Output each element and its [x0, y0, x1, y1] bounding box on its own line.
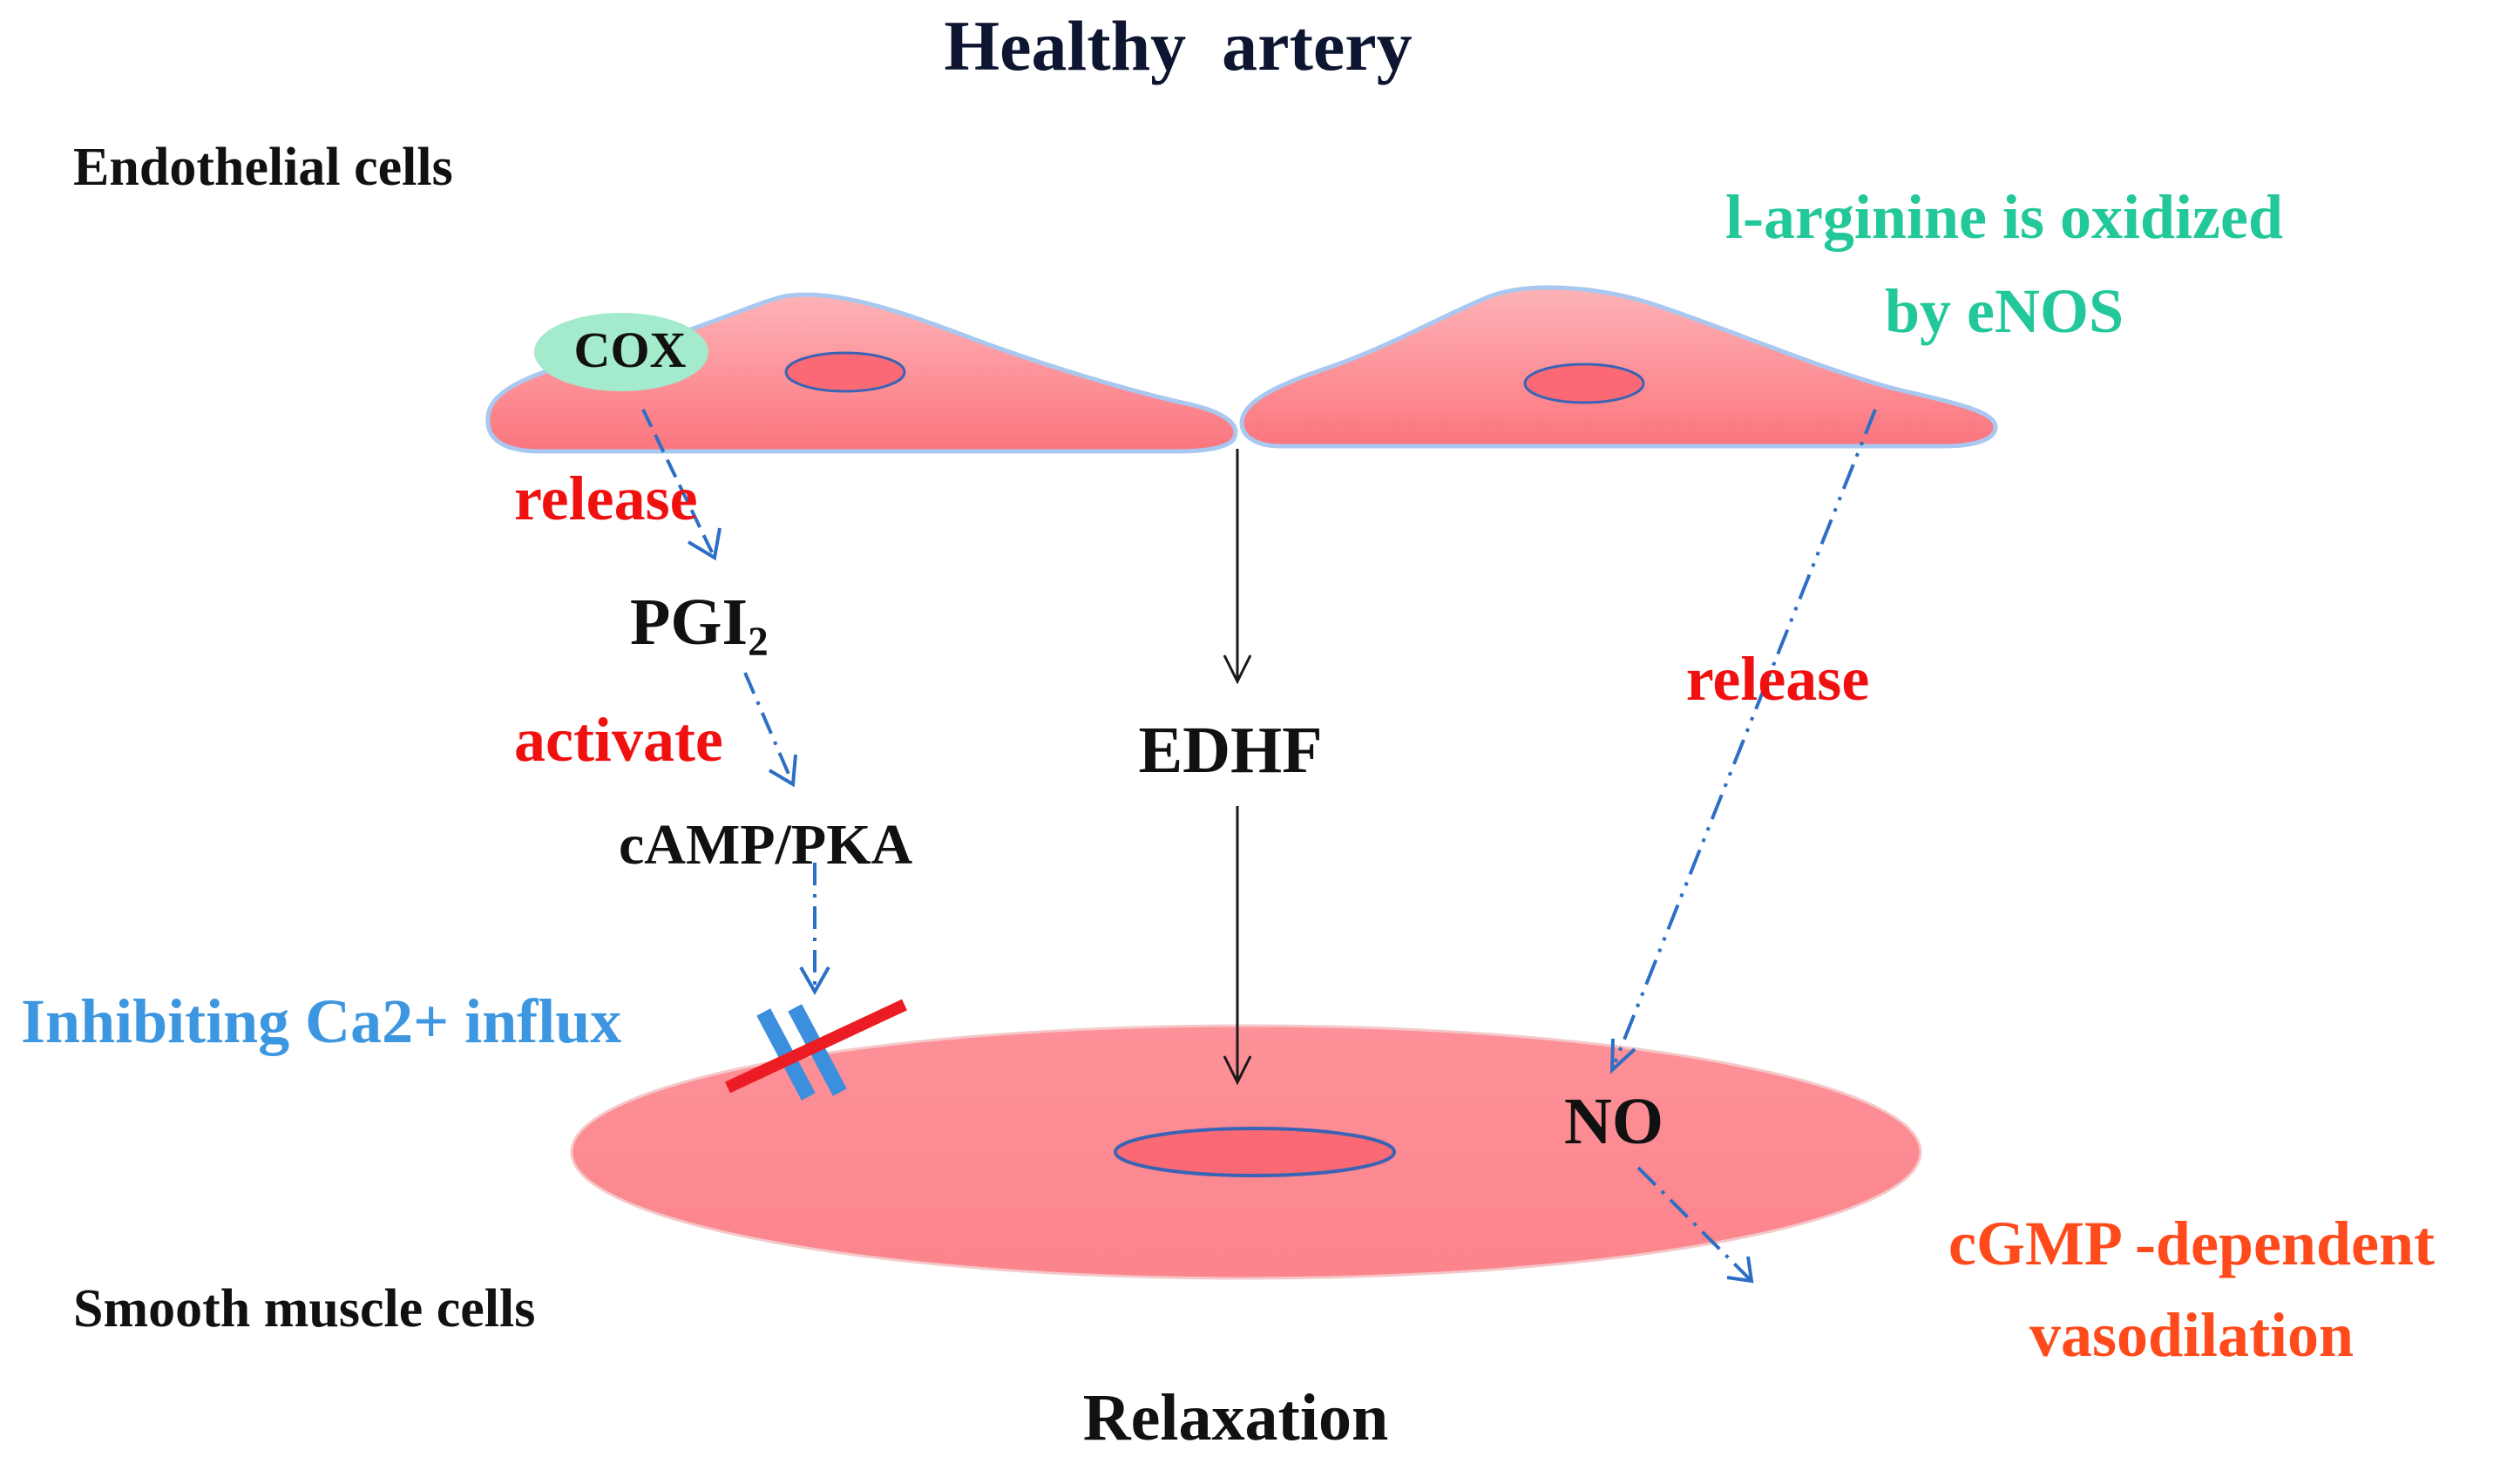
arrow-pgi-to-camp [743, 672, 797, 788]
diagram-title: Healthy artery [944, 6, 1413, 85]
arrow-no-to-cgmp [1636, 1166, 1754, 1284]
arrow-cox-to-pgi [641, 409, 722, 561]
pgi-subscript: 2 [748, 620, 769, 666]
activate-label: activate [514, 705, 723, 775]
endothelial-nucleus-left [784, 351, 906, 393]
pgi-text: PGI [630, 586, 749, 659]
arrow-edhf-to-smc [1223, 806, 1252, 1086]
arrow-camp-to-channel [799, 863, 830, 996]
smooth-muscle-nucleus [1114, 1127, 1396, 1177]
arrow-endothelium-to-edhf [1223, 449, 1252, 685]
smooth-muscle-cells-label: Smooth muscle cells [73, 1279, 536, 1338]
cox-enzyme [534, 313, 708, 391]
l-arginine-label-line2: by eNOS [1884, 276, 2124, 346]
cgmp-label-line2: vasodilation [2029, 1300, 2355, 1370]
camp-pka-label: cAMP/PKA [619, 813, 913, 877]
inhibiting-calcium-label: Inhibiting Ca2+ influx [21, 986, 622, 1056]
arrow-enos-to-no [1609, 409, 1877, 1074]
channel-block-bar [725, 999, 907, 1094]
l-arginine-label-line1: l-arginine is oxidized [1724, 182, 2284, 252]
cox-label: COX [573, 322, 687, 378]
release-label-left: release [514, 464, 698, 533]
endothelial-cells-label: Endothelial cells [73, 138, 453, 197]
edhf-label: EDHF [1138, 714, 1323, 787]
cgmp-label-line1: cGMP -dependent [1948, 1209, 2435, 1278]
release-label-right: release [1685, 644, 1870, 714]
endothelial-nucleus-right [1523, 363, 1645, 404]
pgi2-label: PGI2 [630, 586, 769, 666]
relaxation-label: Relaxation [1082, 1381, 1389, 1454]
no-label: NO [1564, 1085, 1663, 1158]
